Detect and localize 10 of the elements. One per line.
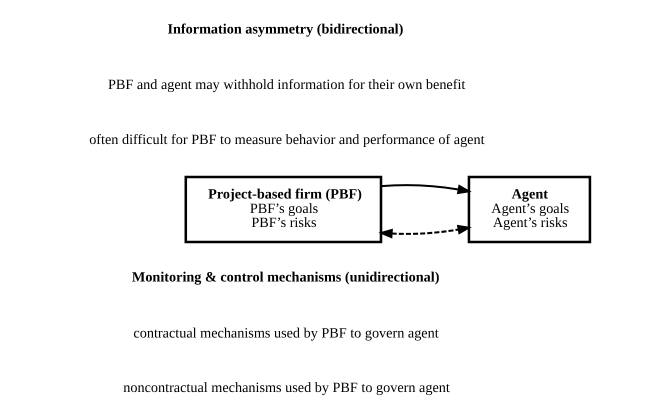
label: Information asymmetry (bidirectional) bbox=[167, 21, 404, 38]
label: often difficult for PBF to measure behavior and performance of agent bbox=[89, 132, 485, 148]
label: contractual mechanisms used by PBF to govern agent bbox=[133, 325, 439, 342]
arrow bbox=[381, 184, 472, 194]
label: noncontractual mechanisms used by PBF to govern agent bbox=[123, 380, 450, 396]
arrow bbox=[378, 224, 472, 239]
node-box: Agent Agent’s goals Agent’s risks bbox=[468, 176, 592, 244]
label: Monitoring & control mechanisms (unidirectional) bbox=[132, 269, 440, 286]
label: PBF and agent may withhold information for their own benefit bbox=[108, 77, 466, 94]
node-box: Project-based firm (PBF) PBF’s goals PBF’s risks bbox=[184, 176, 382, 244]
